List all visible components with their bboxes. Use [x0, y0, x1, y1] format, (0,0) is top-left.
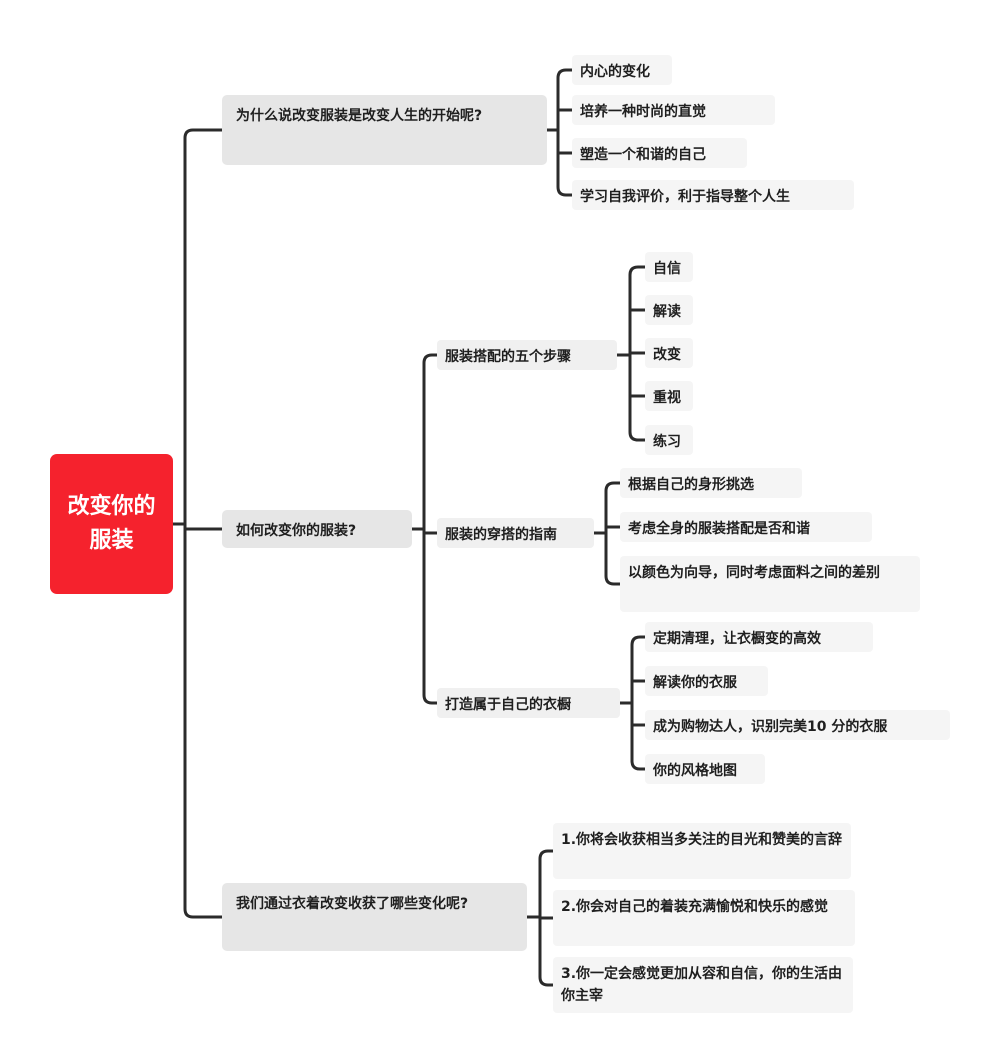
leaf-confidence[interactable]: 自信 — [645, 252, 693, 282]
leaf-inner-change[interactable]: 内心的变化 — [572, 55, 672, 85]
leaf-attention-praise[interactable]: 1.你将会收获相当多关注的目光和赞美的言辞 — [553, 823, 851, 879]
connector-branch-why — [545, 68, 574, 197]
connector-branch-gains — [525, 849, 555, 987]
leaf-joy-feeling[interactable]: 2.你会对自己的着装充满愉悦和快乐的感觉 — [553, 890, 855, 946]
leaf-fashion-intuition[interactable]: 培养一种时尚的直觉 — [572, 95, 775, 125]
leaf-practice[interactable]: 练习 — [645, 425, 693, 455]
leaf-interpret[interactable]: 解读 — [645, 295, 693, 325]
connector-sub-guide — [592, 481, 622, 586]
connector-root — [171, 128, 224, 919]
leaf-confident-life[interactable]: 3.你一定会感觉更加从容和自信，你的生活由你主宰 — [553, 957, 853, 1013]
leaf-shopping-expert[interactable]: 成为购物达人，识别完美10 分的衣服 — [645, 710, 950, 740]
leaf-interpret-clothes[interactable]: 解读你的衣服 — [645, 666, 768, 696]
leaf-regular-cleanup[interactable]: 定期清理，让衣橱变的高效 — [645, 622, 873, 652]
leaf-body-shape[interactable]: 根据自己的身形挑选 — [620, 468, 802, 498]
branch-gains-node[interactable]: 我们通过衣着改变收获了哪些变化呢? — [222, 883, 527, 951]
leaf-harmonious-self[interactable]: 塑造一个和谐的自己 — [572, 138, 747, 168]
leaf-overall-harmony[interactable]: 考虑全身的服装搭配是否和谐 — [620, 512, 872, 542]
leaf-color-fabric[interactable]: 以颜色为向导，同时考虑面料之间的差别 — [620, 556, 920, 612]
sub-build-wardrobe-node[interactable]: 打造属于自己的衣橱 — [437, 688, 620, 718]
sub-five-steps-node[interactable]: 服装搭配的五个步骤 — [437, 340, 617, 370]
branch-how-change-node[interactable]: 如何改变你的服装? — [222, 510, 412, 548]
branch-why-change-node[interactable]: 为什么说改变服装是改变人生的开始呢? — [222, 95, 547, 165]
connector-sub-wardrobe — [618, 635, 647, 771]
connector-sub-steps — [615, 265, 647, 442]
leaf-style-map[interactable]: 你的风格地图 — [645, 754, 765, 784]
leaf-value[interactable]: 重视 — [645, 381, 693, 411]
leaf-self-evaluation[interactable]: 学习自我评价，利于指导整个人生 — [572, 180, 854, 210]
sub-wearing-guide-node[interactable]: 服装的穿搭的指南 — [437, 518, 594, 548]
connector-branch-how — [410, 353, 439, 705]
leaf-change[interactable]: 改变 — [645, 338, 693, 368]
root-node[interactable]: 改变你的服装 — [50, 454, 173, 594]
